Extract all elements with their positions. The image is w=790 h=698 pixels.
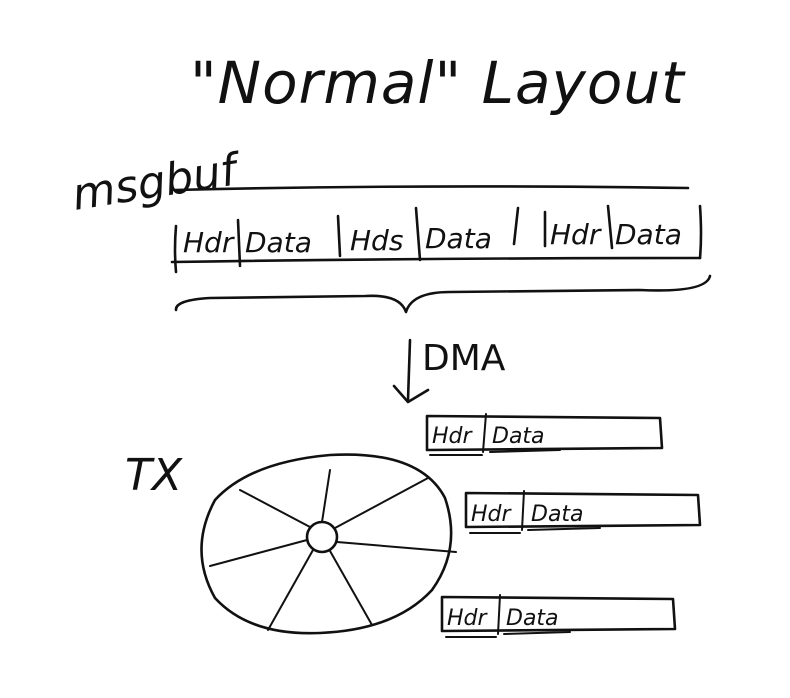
descriptor: Hdr Data (425, 413, 664, 456)
descriptor-data: Data (492, 424, 545, 449)
descriptor-data: Data (531, 502, 584, 527)
msgbuf-cell: Data (425, 222, 492, 255)
msgbuf-cell: Data (615, 218, 682, 251)
descriptor-hdr: Hdr (447, 606, 489, 631)
msgbuf-cell: Hds (350, 224, 403, 257)
msgbuf-label: msgbuf (69, 144, 246, 221)
tx-label: TX (125, 450, 183, 501)
descriptor-hdr: Hdr (432, 424, 474, 449)
tx-ring-icon (200, 453, 457, 635)
brace-icon (174, 274, 712, 314)
descriptor-data: Data (506, 606, 559, 631)
msgbuf-cell: Hdr (550, 218, 602, 251)
dma-arrow-icon (392, 338, 430, 404)
msgbuf-cell: Hdr (183, 226, 235, 259)
descriptor: Hdr Data (440, 594, 677, 638)
msgbuf-buffer (170, 185, 703, 274)
msgbuf-cells: Hdr Data Hds Data Hdr Data (183, 218, 682, 259)
descriptor-hdr: Hdr (471, 502, 513, 527)
msgbuf-cell: Data (245, 226, 312, 259)
page-title: "Normal" Layout (190, 49, 686, 117)
dma-label: DMA (422, 338, 506, 379)
descriptor: Hdr Data (464, 490, 702, 534)
